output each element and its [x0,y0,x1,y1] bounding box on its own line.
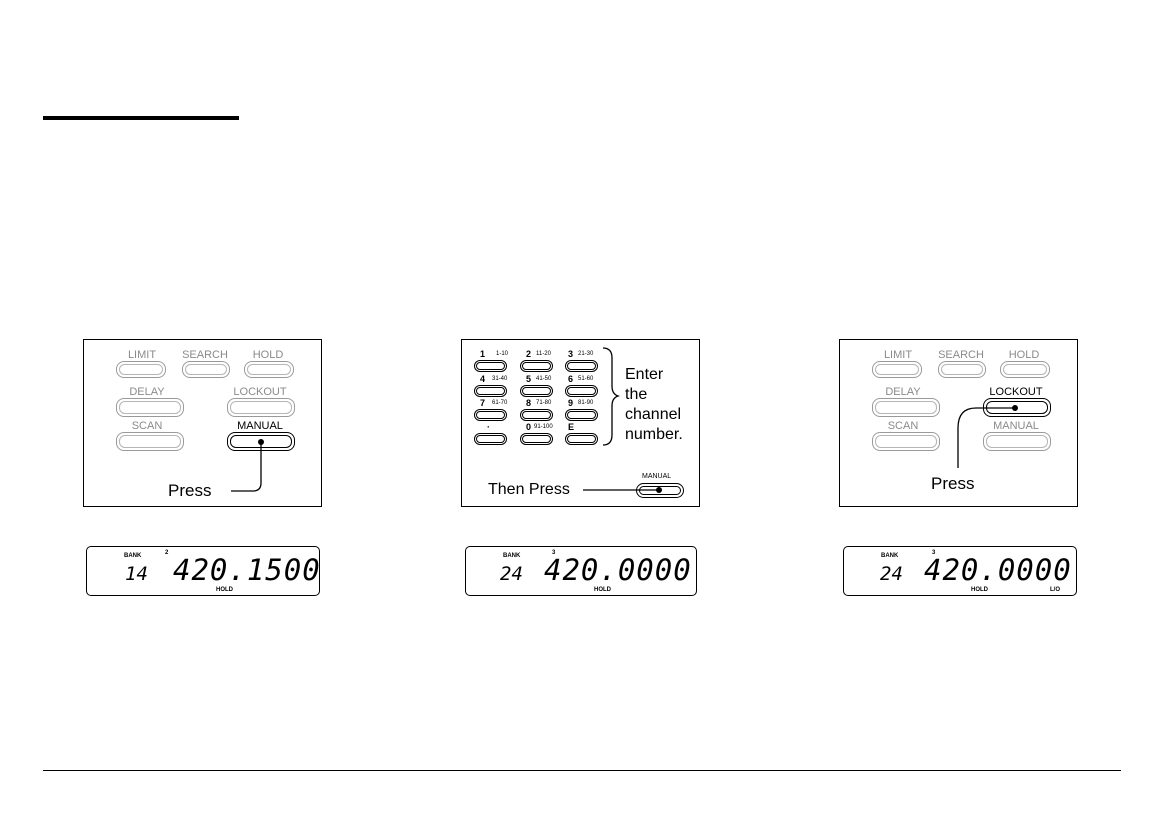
key-label-range: 11-20 [536,351,551,357]
key-5-button[interactable] [520,385,553,397]
key-label-range: 41-50 [536,376,552,382]
key-label-range: 91-100 [534,424,553,430]
hold-indicator: HOLD [971,587,988,593]
key-label-num: 9 [568,398,574,408]
limit-button[interactable] [872,361,922,378]
search-label: SEARCH [938,349,984,361]
key-label-num: 2 [526,349,532,359]
scan-button[interactable] [872,432,940,451]
scan-label: SCAN [131,420,163,432]
lcd-display: BANK 3 24 420.0000 HOLD [465,546,697,596]
key-label-num: 0 [526,422,532,432]
then-press-callout: Then Press [488,481,570,498]
bank-label: BANK [881,553,899,559]
delay-button[interactable] [116,398,184,417]
lockout-label: LOCKOUT [233,386,287,398]
callout-leader-line [231,439,264,492]
hold-label: HOLD [1008,349,1040,361]
lcd-display: BANK 3 24 420.0000 HOLD L/O [843,546,1077,596]
key-4-button[interactable] [474,385,507,397]
then-press-leader [583,487,662,493]
manual-label: MANUAL [237,420,283,432]
bank-number: 3 [932,550,936,556]
key-0-button[interactable] [520,433,553,445]
callout-leader-line [957,405,1018,468]
instruction-line: channel [625,406,682,423]
press-callout: Press [931,474,975,493]
key-label-num: 6 [568,374,574,384]
keypad-brace [602,347,621,446]
key-label-num: · [487,422,490,432]
manual-button[interactable] [983,432,1051,451]
key-label-num: 5 [526,374,532,384]
limit-button[interactable] [116,361,166,378]
key-label-range: 31-40 [492,376,508,382]
key-dot-button[interactable] [474,433,507,445]
key-label-range: 51-60 [578,376,594,382]
channel-number: 14 [125,563,148,585]
key-label-num: 3 [568,349,574,359]
lcd-display: BANK 2 14 420.1500 HOLD [86,546,320,596]
key-label-num: 8 [526,398,532,408]
key-9-button[interactable] [565,409,598,421]
panel-enter-channel: 1 1-10 2 11-20 3 21-30 4 31-40 5 41-50 6… [461,339,700,507]
key-label-range: 1-10 [496,351,509,357]
search-label: SEARCH [182,349,228,361]
manual-label: MANUAL [993,420,1039,432]
press-callout: Press [168,481,212,500]
key-label-num: E [568,422,575,432]
manual-small-label: MANUAL [642,473,672,480]
lockout-indicator: L/O [1050,587,1060,593]
limit-label: LIMIT [127,349,157,361]
delay-label: DELAY [885,386,921,398]
hold-indicator: HOLD [216,587,233,593]
instruction-line: the [625,386,648,403]
key-6-button[interactable] [565,385,598,397]
bank-label: BANK [503,553,521,559]
key-1-button[interactable] [474,360,507,372]
key-label-num: 4 [480,374,486,384]
key-label-num: 7 [480,398,486,408]
panel-press-manual: LIMIT SEARCH HOLD DELAY LOCKOUT SCAN MAN… [83,339,322,507]
key-label-range: 61-70 [492,400,508,406]
bank-number: 2 [165,550,169,556]
bank-number: 3 [552,550,556,556]
limit-label: LIMIT [883,349,913,361]
delay-label: DELAY [129,386,165,398]
key-3-button[interactable] [565,360,598,372]
hold-button[interactable] [1000,361,1050,378]
enter-channel-instruction: Enter the channel number. [625,365,683,445]
key-2-button[interactable] [520,360,553,372]
channel-number: 24 [500,563,523,585]
frequency-readout: 420.0000 [544,553,692,587]
hold-button[interactable] [244,361,294,378]
scan-button[interactable] [116,432,184,451]
panel-press-lockout: LIMIT SEARCH HOLD DELAY LOCKOUT SCAN MAN… [839,339,1078,507]
lockout-label: LOCKOUT [989,386,1043,398]
delay-button[interactable] [872,398,940,417]
hold-label: HOLD [252,349,284,361]
search-button[interactable] [182,361,230,378]
key-label-num: 1 [480,349,486,359]
hold-indicator: HOLD [594,587,611,593]
title-rule [43,116,239,120]
key-8-button[interactable] [520,409,553,421]
key-label-range: 71-80 [536,400,552,406]
instruction-line: number. [625,426,683,443]
key-e-button[interactable] [565,433,598,445]
footer-rule [43,770,1121,771]
frequency-readout: 420.0000 [924,553,1072,587]
bank-label: BANK [124,553,142,559]
lockout-button[interactable] [227,398,295,417]
channel-number: 24 [880,563,903,585]
search-button[interactable] [938,361,986,378]
scan-label: SCAN [887,420,919,432]
key-label-range: 81-90 [578,400,594,406]
instruction-line: Enter [625,366,664,383]
frequency-readout: 420.1500 [173,553,321,587]
key-label-range: 21-30 [578,351,594,357]
key-7-button[interactable] [474,409,507,421]
